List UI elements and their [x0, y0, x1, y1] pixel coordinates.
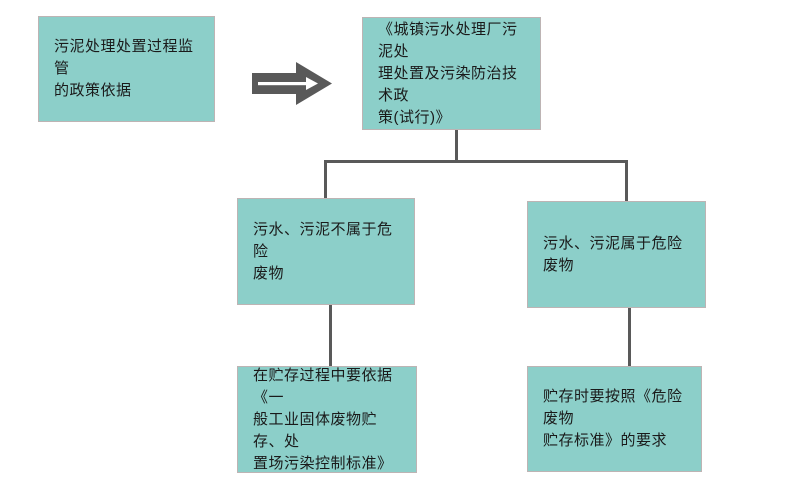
node-rule-non-hazardous: 在贮存过程中要依据《一 般工业固体废物贮存、处 置场污染控制标准》	[237, 366, 417, 473]
connector-branch-right	[625, 160, 628, 201]
node-branch-non-hazardous: 污水、污泥不属于危险 废物	[237, 198, 415, 305]
node-branch-hazardous: 污水、污泥属于危险废物	[527, 201, 706, 308]
node-topic: 污泥处理处置过程监管 的政策依据	[38, 16, 215, 122]
connector-left-drop	[329, 305, 332, 366]
node-policy-document: 《城镇污水处理厂污泥处 理处置及污染防治技术政 策(试行)》	[362, 17, 541, 130]
node-rule-hazardous: 贮存时要按照《危险废物 贮存标准》的要求	[527, 366, 702, 472]
connector-branch-left	[324, 160, 327, 198]
connector-branch-bar	[324, 160, 628, 163]
right-block-arrow-icon	[252, 62, 332, 105]
connector-policy-stem	[455, 130, 458, 163]
connector-right-drop	[628, 308, 631, 366]
